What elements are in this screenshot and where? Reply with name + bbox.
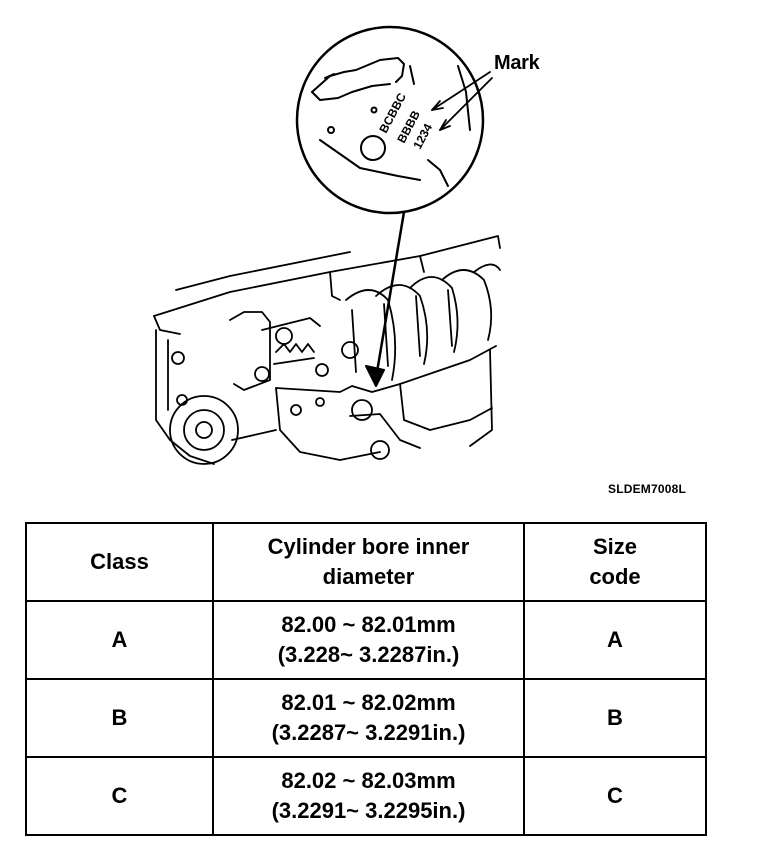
table-row: C 82.02 ~ 82.03mm (3.2291~ 3.2295in.) C bbox=[25, 756, 707, 836]
diameter-cell: 82.02 ~ 82.03mm (3.2291~ 3.2295in.) bbox=[212, 756, 525, 836]
table-row: A 82.00 ~ 82.01mm (3.228~ 3.2287in.) A bbox=[25, 600, 707, 680]
header-size-code: Size code bbox=[523, 522, 707, 602]
diameter-cell: 82.01 ~ 82.02mm (3.2287~ 3.2291in.) bbox=[212, 678, 525, 758]
cylinder-bore-class-table: Class Cylinder bore inner diameter Size … bbox=[25, 522, 707, 836]
header-line: code bbox=[589, 564, 641, 589]
header-bore-diameter: Cylinder bore inner diameter bbox=[212, 522, 525, 602]
mark-leader-lines bbox=[431, 71, 493, 131]
mark-callout-label: Mark bbox=[494, 52, 540, 74]
diameter-in: (3.228~ 3.2287in.) bbox=[277, 642, 460, 667]
diameter-mm: 82.00 ~ 82.01mm bbox=[281, 612, 456, 637]
size-code-cell: B bbox=[523, 678, 707, 758]
table-header-row: Class Cylinder bore inner diameter Size … bbox=[25, 522, 707, 602]
engine-block-illustration: BCBBC BBBB 1234 bbox=[153, 25, 501, 465]
class-cell: A bbox=[25, 600, 214, 680]
size-code-cell: A bbox=[523, 600, 707, 680]
figure-code: SLDEM7008L bbox=[608, 482, 687, 496]
header-class: Class bbox=[25, 522, 214, 602]
header-line: diameter bbox=[322, 564, 415, 589]
header-line: Cylinder bore inner bbox=[267, 534, 470, 559]
size-code-cell: C bbox=[523, 756, 707, 836]
class-cell: C bbox=[25, 756, 214, 836]
header-line: Class bbox=[90, 549, 149, 574]
class-cell: B bbox=[25, 678, 214, 758]
diameter-cell: 82.00 ~ 82.01mm (3.228~ 3.2287in.) bbox=[212, 600, 525, 680]
diameter-in: (3.2287~ 3.2291in.) bbox=[271, 720, 466, 745]
diameter-mm: 82.01 ~ 82.02mm bbox=[281, 690, 456, 715]
diameter-mm: 82.02 ~ 82.03mm bbox=[281, 768, 456, 793]
header-line: Size bbox=[592, 534, 638, 559]
diameter-in: (3.2291~ 3.2295in.) bbox=[271, 798, 466, 823]
stamp-mark: BCBBC BBBB 1234 bbox=[376, 90, 435, 151]
detail-magnifier bbox=[295, 25, 485, 215]
engine-block bbox=[153, 235, 501, 465]
pointer-arrow bbox=[365, 210, 406, 387]
table-row: B 82.01 ~ 82.02mm (3.2287~ 3.2291in.) B bbox=[25, 678, 707, 758]
